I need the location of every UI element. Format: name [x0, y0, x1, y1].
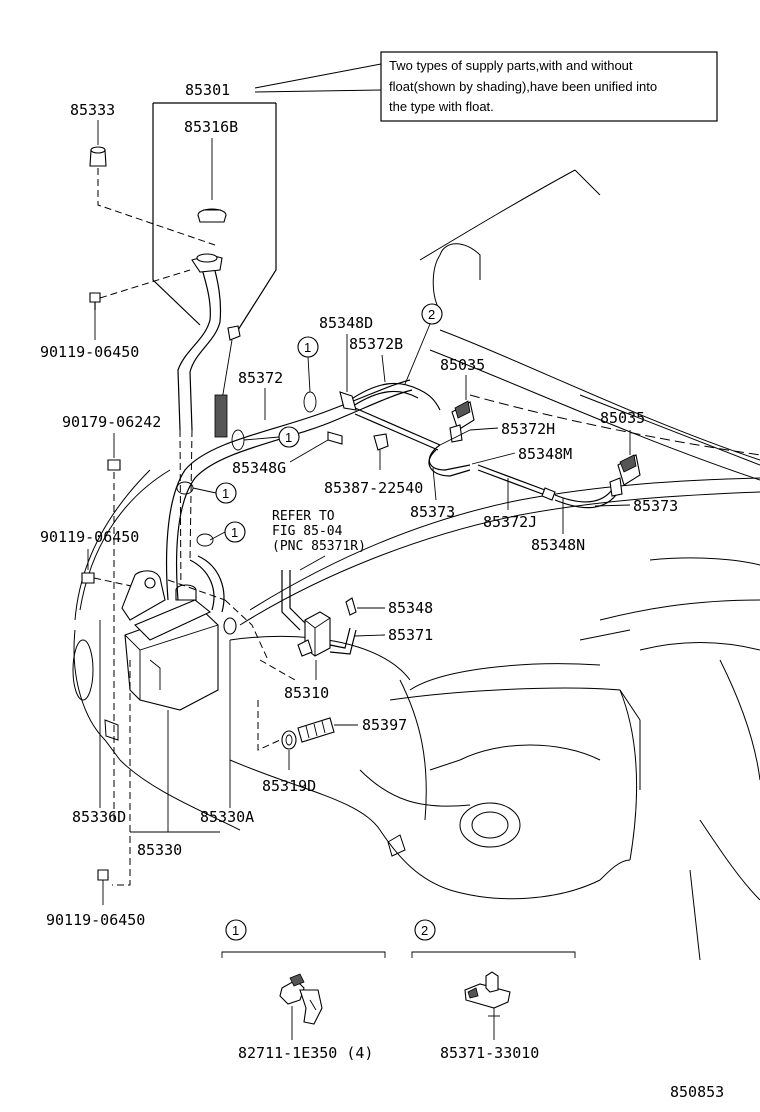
label-85348N: 85348N — [531, 536, 585, 554]
refer-line-1: REFER TO — [272, 509, 335, 524]
label-85397: 85397 — [362, 716, 407, 734]
detail-1-marker: 1 — [232, 923, 239, 938]
label-85373-a: 85373 — [410, 503, 455, 521]
label-90119-b: 90119-06450 — [40, 528, 139, 546]
detail-1: 1 82711-1E350 (4) — [221, 919, 386, 1062]
refer-line-2: FIG 85-04 — [272, 524, 343, 539]
label-85319D: 85319D — [262, 777, 316, 795]
washer-nozzles: 85035 85035 — [440, 356, 645, 497]
detail-2-marker: 2 — [421, 923, 428, 938]
note-line-3: the type with float. — [389, 99, 494, 114]
callout-1-a: 1 — [304, 340, 311, 355]
label-82711: 82711-1E350 (4) — [238, 1044, 373, 1062]
figure-number: 850853 — [670, 1083, 724, 1101]
label-85371-33010: 85371-33010 — [440, 1044, 539, 1062]
label-85310: 85310 — [284, 684, 329, 702]
label-85372J: 85372J — [483, 513, 537, 531]
label-85372H: 85372H — [501, 420, 555, 438]
callout-1-c: 1 — [222, 486, 229, 501]
label-85348G: 85348G — [232, 459, 286, 477]
left-fasteners: 90179-06242 90119-06450 — [40, 413, 161, 820]
label-85336D: 85336D — [72, 808, 126, 826]
hose-routing — [165, 379, 617, 601]
callout-2-a: 2 — [428, 307, 435, 322]
label-85333: 85333 — [70, 101, 115, 119]
label-90179: 90179-06242 — [62, 413, 161, 431]
label-85372: 85372 — [238, 369, 283, 387]
label-90119-c: 90119-06450 — [46, 911, 145, 929]
note-line-1: Two types of supply parts,with and witho… — [389, 58, 633, 73]
tank-labels: 85336D 85330A 85330 90119-06450 — [46, 620, 254, 929]
callout-1-d: 1 — [231, 525, 238, 540]
refer-note: REFER TO FIG 85-04 (PNC 85371R) — [272, 509, 366, 571]
upper-labels: 85348D 85372B 85372 85372H 85348G 85348M… — [232, 314, 678, 554]
label-90119-a: 90119-06450 — [40, 343, 139, 361]
label-85371: 85371 — [388, 626, 433, 644]
supply-pipe-group: 85301 85333 85316B 90119-06450 — [40, 81, 277, 601]
label-85330A: 85330A — [200, 808, 254, 826]
label-85330: 85330 — [137, 841, 182, 859]
vehicle-outline — [72, 169, 760, 961]
washer-tank — [121, 555, 296, 751]
callout-markers: 1 1 1 1 2 — [192, 303, 443, 543]
label-85348M: 85348M — [518, 445, 572, 463]
note-line-2: float(shown by shading),have been unifie… — [389, 79, 657, 94]
label-85348: 85348 — [388, 599, 433, 617]
note-box: Two types of supply parts,with and witho… — [254, 51, 718, 122]
washer-pump: 85310 85348 85371 85397 85319D — [262, 570, 433, 795]
label-85387: 85387-22540 — [324, 479, 423, 497]
callout-1-b: 1 — [285, 430, 292, 445]
label-85316B: 85316B — [184, 118, 238, 136]
label-85301: 85301 — [185, 81, 230, 99]
detail-2: 2 85371-33010 — [411, 919, 576, 1062]
label-85372B: 85372B — [349, 335, 403, 353]
label-85035-b: 85035 — [600, 409, 645, 427]
label-85348D: 85348D — [319, 314, 373, 332]
refer-line-3: (PNC 85371R) — [272, 539, 366, 554]
label-85373-b: 85373 — [633, 497, 678, 515]
label-85035-a: 85035 — [440, 356, 485, 374]
